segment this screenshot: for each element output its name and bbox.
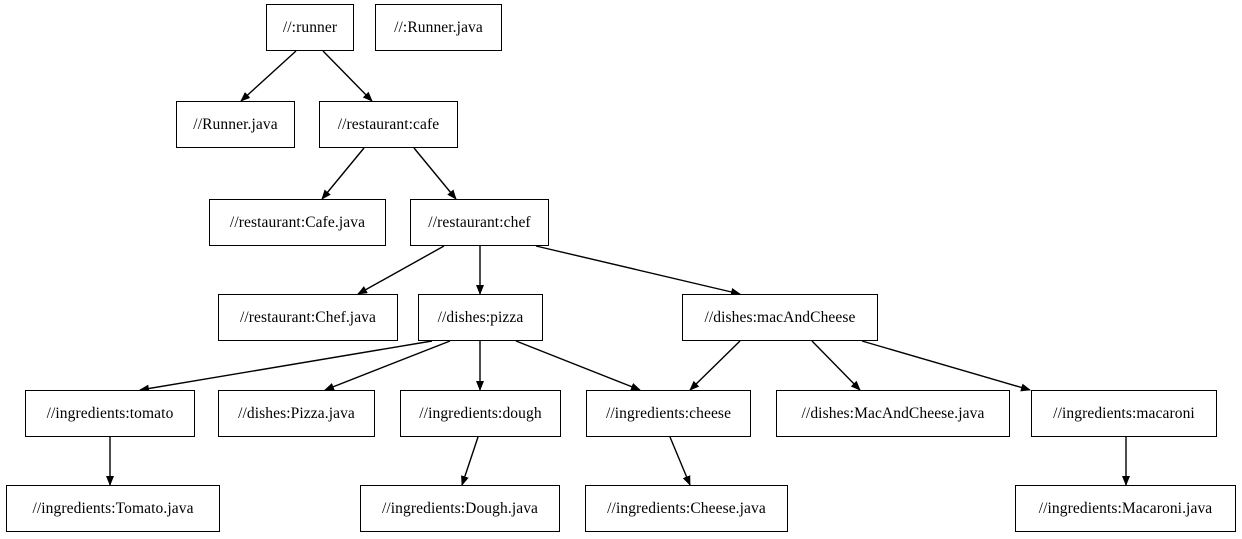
- graph-node-label: //ingredients:cheese: [605, 404, 732, 422]
- graph-node-label: //:runner: [282, 18, 338, 36]
- graph-edge-restaurant_cafe-to-cafe_java: [321, 147, 365, 200]
- graph-node-runner_java[interactable]: //Runner.java: [176, 101, 295, 148]
- graph-edge-ing_dough-to-dough_java: [461, 436, 479, 486]
- graph-node-dishes_pizza[interactable]: //dishes:pizza: [418, 294, 543, 341]
- graph-node-cafe_java[interactable]: //restaurant:Cafe.java: [209, 199, 386, 246]
- graph-node-cheese_java[interactable]: //ingredients:Cheese.java: [585, 485, 788, 532]
- graph-node-macaroni_java[interactable]: //ingredients:Macaroni.java: [1015, 485, 1236, 532]
- graph-node-label: //dishes:Pizza.java: [238, 404, 355, 422]
- graph-node-label: //restaurant:cafe: [337, 115, 440, 133]
- graph-node-pizza_java[interactable]: //dishes:Pizza.java: [218, 390, 375, 437]
- graph-node-restaurant_cafe[interactable]: //restaurant:cafe: [319, 101, 458, 148]
- graph-edge-restaurant_chef-to-chef_java: [357, 245, 445, 295]
- graph-node-label: //ingredients:dough: [419, 404, 542, 422]
- graph-node-ing_tomato[interactable]: //ingredients:tomato: [25, 390, 195, 437]
- graph-node-label: //:Runner.java: [394, 18, 483, 36]
- graph-node-label: //ingredients:Cheese.java: [607, 499, 766, 517]
- graph-node-label: //Runner.java: [193, 115, 278, 133]
- graph-node-label: //dishes:macAndCheese: [704, 308, 856, 326]
- graph-node-ing_dough[interactable]: //ingredients:dough: [400, 390, 561, 437]
- graph-node-ing_macaroni[interactable]: //ingredients:macaroni: [1031, 390, 1217, 437]
- graph-node-label: //ingredients:tomato: [46, 404, 174, 422]
- graph-node-runner[interactable]: //:runner: [266, 4, 354, 51]
- graph-node-label: //ingredients:macaroni: [1053, 404, 1195, 422]
- graph-edge-dishes_pizza-to-pizza_java: [324, 340, 451, 391]
- graph-edge-dishes_pizza-to-ing_cheese: [515, 340, 641, 391]
- graph-node-label: //dishes:MacAndCheese.java: [801, 404, 985, 422]
- graph-node-dough_java[interactable]: //ingredients:Dough.java: [360, 485, 560, 532]
- graph-node-restaurant_chef[interactable]: //restaurant:chef: [410, 199, 549, 246]
- graph-edge-ing_cheese-to-cheese_java: [669, 436, 691, 486]
- graph-node-label: //dishes:pizza: [437, 308, 524, 326]
- graph-edge-dishes_mac-to-ing_cheese: [689, 340, 741, 391]
- graph-node-label: //ingredients:Tomato.java: [32, 499, 194, 517]
- graph-node-label: //restaurant:Cafe.java: [229, 213, 366, 231]
- graph-edge-dishes_mac-to-mac_java: [811, 340, 861, 391]
- graph-edge-runner-to-runner_java: [240, 50, 297, 102]
- graph-node-runner_java_root[interactable]: //:Runner.java: [375, 4, 502, 51]
- graph-edge-dishes_pizza-to-ing_tomato: [139, 340, 433, 393]
- graph-node-dishes_mac[interactable]: //dishes:macAndCheese: [682, 294, 878, 341]
- graph-edge-restaurant_cafe-to-restaurant_chef: [413, 147, 457, 200]
- graph-edge-dishes_mac-to-ing_macaroni: [861, 340, 1031, 392]
- graph-node-label: //restaurant:Chef.java: [239, 308, 377, 326]
- graph-node-label: //ingredients:Macaroni.java: [1038, 499, 1213, 517]
- graph-edge-restaurant_chef-to-dishes_mac: [535, 245, 741, 296]
- graph-node-mac_java[interactable]: //dishes:MacAndCheese.java: [776, 390, 1010, 437]
- graph-edge-runner-to-restaurant_cafe: [322, 50, 373, 102]
- graph-node-chef_java[interactable]: //restaurant:Chef.java: [218, 294, 398, 341]
- graph-node-ing_cheese[interactable]: //ingredients:cheese: [586, 390, 751, 437]
- graph-node-label: //ingredients:Dough.java: [381, 499, 539, 517]
- graph-node-label: //restaurant:chef: [428, 213, 531, 231]
- graph-node-tomato_java[interactable]: //ingredients:Tomato.java: [6, 485, 220, 532]
